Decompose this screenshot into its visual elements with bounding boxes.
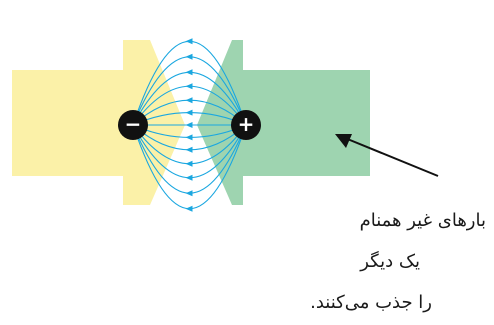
negative-charge: − bbox=[118, 110, 148, 140]
caption-line-2: یک دیگر bbox=[360, 251, 420, 272]
field-arrow-icon bbox=[185, 109, 193, 116]
caption-line-1: بارهای غیر همنام bbox=[359, 210, 486, 231]
negative-charge-symbol: − bbox=[125, 112, 142, 136]
pointer-arrow bbox=[335, 134, 439, 177]
positive-charge: + bbox=[231, 110, 261, 140]
positive-charge-symbol: + bbox=[238, 112, 255, 136]
field-arrow-icon bbox=[185, 134, 193, 141]
field-arrow-icon bbox=[185, 174, 193, 181]
negative-region bbox=[12, 40, 185, 205]
positive-region bbox=[197, 40, 370, 205]
field-arrow-icon bbox=[185, 97, 193, 104]
field-arrow-icon bbox=[185, 53, 193, 60]
field-arrow-icon bbox=[185, 146, 193, 153]
caption-line-3: را جذب می‌کنند. bbox=[310, 292, 432, 313]
field-arrow-icon bbox=[185, 205, 193, 212]
field-arrow-icon bbox=[185, 122, 193, 128]
field-lines bbox=[132, 38, 247, 212]
field-arrow-icon bbox=[185, 160, 193, 167]
field-arrow-icon bbox=[185, 190, 193, 197]
field-arrow-icon bbox=[185, 69, 193, 76]
field-arrow-icon bbox=[185, 83, 193, 90]
field-arrow-icon bbox=[185, 38, 193, 45]
